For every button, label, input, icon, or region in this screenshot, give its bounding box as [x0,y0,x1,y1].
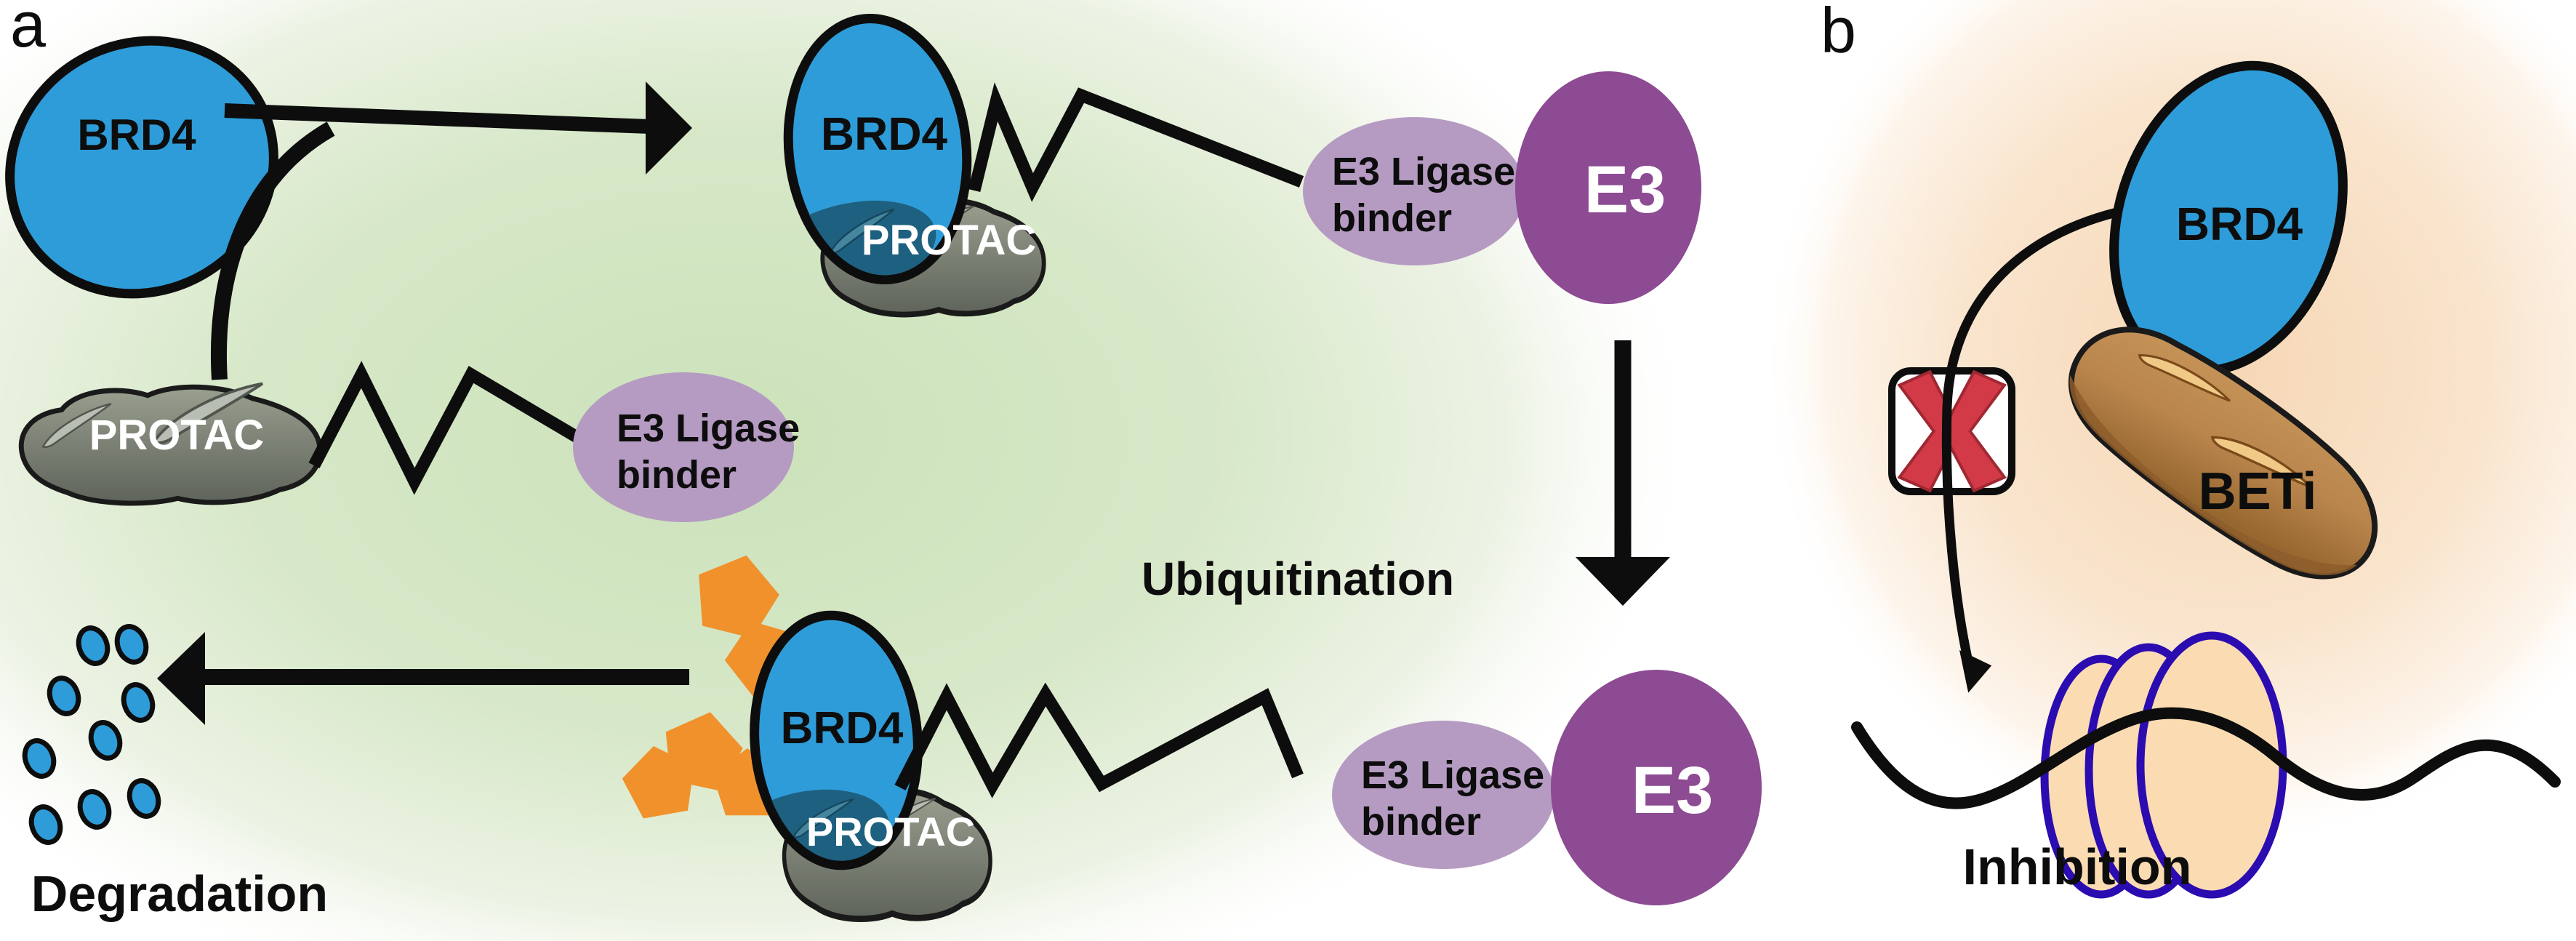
ubiquitination-arrow-head [1576,557,1670,606]
brd4-label-free: BRD4 [77,111,196,159]
e3-ligase-1: E3 [1515,71,1701,304]
binding-arrow-shaft [224,103,649,134]
inhibition-arrow-curve [1941,207,2118,660]
linker-zigzag-1 [308,361,594,495]
e3-ligase-binder-1: E3 Ligase binder [573,372,800,522]
fragment-dot [28,804,63,845]
panel-b: b BRD4 BETi Inhibition [1821,0,2561,899]
inhibition-label: Inhibition [1963,838,2192,895]
dna-strand [1851,707,2561,809]
panel-a: a BRD4 PROTAC E3 Ligase binder [5,0,1762,922]
fragment-dot [88,720,123,761]
brd4-label-3: BRD4 [781,703,904,753]
linker-zigzag-2 [968,82,1304,202]
e3-ligase-binder-2: E3 Ligase binder [1303,117,1525,265]
fragment-dot [114,624,149,665]
protac-label-3: PROTAC [806,809,975,854]
brd4-label-2: BRD4 [821,108,948,160]
protac-molecule-1: PROTAC [21,382,320,503]
e3-binder-2-line2: binder [1332,196,1452,240]
fragment-dot [127,778,161,819]
panel-a-label: a [10,0,46,60]
fragment-dot [76,625,111,666]
brd4-label-b: BRD4 [2176,198,2303,250]
fragment-dot [121,682,156,723]
e3-ligase-2: E3 [1551,670,1762,905]
inhibition-arrow-head [1959,649,1992,693]
protac-label-1: PROTAC [89,412,265,459]
ubiquitination-label: Ubiquitination [1141,553,1454,605]
e3-ligase-binder-3: E3 Ligase binder [1332,721,1554,869]
fragment-dot [47,676,81,716]
e3-binder-1-line1: E3 Ligase [617,407,800,450]
beti-inhibitor [2068,327,2378,580]
e3-label-2: E3 [1632,753,1714,828]
ubiquitination-arrow [1576,340,1670,606]
degraded-fragments [22,624,161,845]
e3-binder-2-line1: E3 Ligase [1332,150,1515,193]
binding-arrow-head [646,81,692,175]
e3-binder-3-line2: binder [1361,800,1481,844]
beti-label: BETi [2199,463,2317,521]
fragment-dot [77,789,112,830]
degradation-arrow-head [157,632,205,725]
e3-label-1: E3 [1584,153,1666,227]
fragment-dot [22,738,57,779]
linker-zigzag-3 [894,682,1304,798]
degradation-label: Degradation [31,865,328,922]
panel-b-label: b [1821,0,1856,66]
e3-binder-3-line1: E3 Ligase [1361,753,1544,797]
binding-arrow-tail [210,121,335,380]
brd4-protein-free [5,36,278,299]
protac-label-2: PROTAC [862,217,1037,264]
binding-arrow [210,103,649,380]
e3-binder-1-line2: binder [617,453,737,497]
degradation-arrow [157,632,689,725]
